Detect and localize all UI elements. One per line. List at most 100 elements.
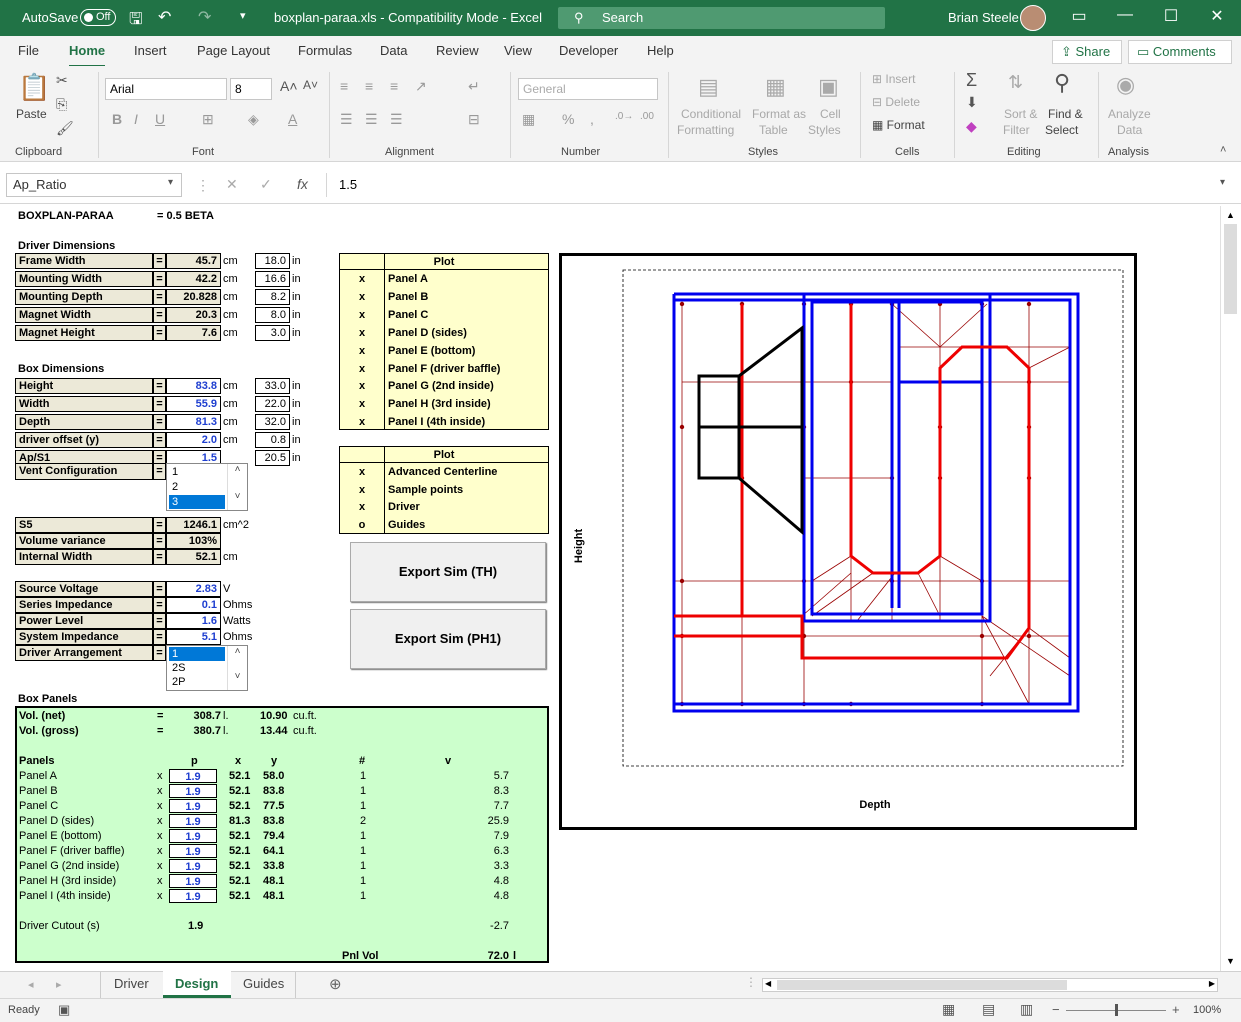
list-item-selected[interactable]: 3 xyxy=(169,495,225,509)
normal-view-icon[interactable]: ▦ xyxy=(942,1001,956,1017)
styles-button-label[interactable]: Styles xyxy=(808,123,841,137)
worksheet[interactable]: BOXPLAN-PARAA = 0.5 BETA Driver Dimensio… xyxy=(0,206,1220,971)
comma-icon[interactable]: , xyxy=(590,111,594,127)
find-label[interactable]: Find & xyxy=(1048,107,1083,121)
list-item[interactable]: 1 xyxy=(172,466,179,478)
filter-label[interactable]: Filter xyxy=(1003,123,1030,137)
list-item[interactable]: 2S xyxy=(172,662,186,674)
close-icon[interactable]: ✕ xyxy=(1210,8,1224,25)
elec-value-cell[interactable]: 0.1 xyxy=(166,597,221,613)
conditional-formatting-icon[interactable]: ▤ xyxy=(698,74,719,99)
scroll-down-icon[interactable]: ˅ xyxy=(234,671,241,682)
tab-page-layout[interactable]: Page Layout xyxy=(197,43,271,58)
fill-color-icon[interactable]: ◈ xyxy=(248,111,259,127)
scroll-thumb[interactable] xyxy=(777,980,1067,990)
list-item[interactable]: 2P xyxy=(172,676,186,688)
wrap-text-icon[interactable]: ↵ xyxy=(468,78,480,94)
sheet-tab-design[interactable]: Design xyxy=(175,976,219,991)
dim-value-cell[interactable]: 83.8 xyxy=(166,378,221,394)
decrease-decimal-icon[interactable]: .00 xyxy=(640,111,654,122)
format-as-table-icon[interactable]: ▦ xyxy=(765,74,786,99)
select-label[interactable]: Select xyxy=(1045,123,1079,137)
delete-cells-button[interactable]: ⊟ Delete xyxy=(872,95,920,109)
analyze-label[interactable]: Analyze xyxy=(1108,107,1151,121)
orientation-icon[interactable]: ↗ xyxy=(415,78,427,94)
name-box-dropdown-icon[interactable]: ▾ xyxy=(168,177,174,188)
number-format-select[interactable]: General xyxy=(518,78,658,100)
scrollbar[interactable]: ˄˅ xyxy=(227,646,247,690)
panel-thickness-input[interactable]: 1.9 xyxy=(169,814,217,828)
cell-styles-icon[interactable]: ▣ xyxy=(818,74,839,99)
formula-input[interactable]: 1.5 xyxy=(326,173,1236,197)
plot-toggle-mark[interactable]: x xyxy=(358,416,366,429)
cut-icon[interactable]: ✂ xyxy=(56,72,68,88)
analyze-data-icon[interactable]: ◉ xyxy=(1116,72,1136,97)
scroll-down-icon[interactable]: ▼ xyxy=(1226,956,1235,966)
borders-icon[interactable]: ⊞ xyxy=(202,111,214,127)
undo-icon[interactable]: ↶ xyxy=(158,9,172,26)
scroll-thumb[interactable] xyxy=(1224,224,1237,314)
sheet-tab-driver[interactable]: Driver xyxy=(114,976,149,991)
plot-toggle-mark[interactable]: x xyxy=(358,380,366,393)
ribbon-display-icon[interactable]: ▭ xyxy=(1071,8,1087,25)
expand-formula-icon[interactable]: ▾ xyxy=(1220,177,1226,188)
font-size-select[interactable]: 8 xyxy=(230,78,272,100)
panel-thickness-input[interactable]: 1.9 xyxy=(169,874,217,888)
percent-icon[interactable]: % xyxy=(562,111,575,127)
enter-icon[interactable]: ✓ xyxy=(260,176,272,192)
paste-icon[interactable]: 📋 xyxy=(18,72,51,102)
maximize-icon[interactable]: ☐ xyxy=(1163,8,1179,25)
minimize-icon[interactable]: — xyxy=(1117,6,1133,23)
tab-data[interactable]: Data xyxy=(380,43,408,58)
tab-review[interactable]: Review xyxy=(436,43,479,58)
fill-icon[interactable]: ⬇ xyxy=(966,94,978,110)
scroll-up-icon[interactable]: ▲ xyxy=(1226,210,1235,220)
find-select-icon[interactable]: ⚲ xyxy=(1054,70,1071,95)
panel-thickness-input[interactable]: 1.9 xyxy=(169,859,217,873)
panel-thickness-input[interactable]: 1.9 xyxy=(169,829,217,843)
insert-cells-button[interactable]: ⊞ Insert xyxy=(872,72,915,86)
elec-value-cell[interactable]: 2.83 xyxy=(166,581,221,597)
paste-button[interactable]: Paste xyxy=(16,107,47,121)
cell-label[interactable]: Cell xyxy=(820,107,841,121)
data-label[interactable]: Data xyxy=(1117,123,1143,137)
horizontal-scrollbar[interactable]: ◀ ▶ xyxy=(762,978,1218,992)
plot-toggle-mark[interactable]: x xyxy=(358,483,366,496)
search-box[interactable]: ⚲Search xyxy=(558,7,885,29)
table-label[interactable]: Table xyxy=(759,123,788,137)
panel-thickness-input[interactable]: 1.9 xyxy=(169,799,217,813)
tab-help[interactable]: Help xyxy=(647,43,674,58)
tab-home[interactable]: Home xyxy=(69,43,106,68)
plot-toggle-mark[interactable]: x xyxy=(358,308,366,321)
formatting-label[interactable]: Formatting xyxy=(677,123,735,137)
dim-value-cell[interactable]: 2.0 xyxy=(166,432,221,448)
chart-area[interactable]: Height Depth xyxy=(559,253,1137,830)
scroll-left-icon[interactable]: ◀ xyxy=(765,979,772,988)
font-name-select[interactable]: Arial xyxy=(105,78,227,100)
add-sheet-icon[interactable]: ⊕ xyxy=(329,976,342,993)
elec-value-cell[interactable]: 1.6 xyxy=(166,613,221,629)
page-layout-view-icon[interactable]: ▤ xyxy=(982,1001,996,1017)
underline-icon[interactable]: U xyxy=(155,111,166,127)
scroll-up-icon[interactable]: ˄ xyxy=(234,464,241,475)
scroll-up-icon[interactable]: ˄ xyxy=(234,646,241,657)
zoom-slider-thumb[interactable] xyxy=(1115,1004,1118,1016)
avatar[interactable] xyxy=(1020,5,1046,31)
prev-sheet-icon[interactable]: ◂ xyxy=(28,979,34,991)
autosum-icon[interactable]: Σ xyxy=(966,70,978,90)
sheet-tab-guides[interactable]: Guides xyxy=(243,976,285,991)
list-item[interactable]: 2 xyxy=(172,481,179,493)
zoom-level[interactable]: 100% xyxy=(1193,1004,1222,1016)
format-cells-button[interactable]: ▦ Format xyxy=(872,118,925,132)
italic-icon[interactable]: I xyxy=(134,111,138,127)
align-left-icon[interactable]: ☰ xyxy=(340,111,353,127)
vent-config-listbox[interactable]: 1 2 3 ˄˅ xyxy=(166,463,248,511)
align-bottom-icon[interactable]: ≡ xyxy=(390,78,399,94)
tab-insert[interactable]: Insert xyxy=(134,43,167,58)
macro-record-icon[interactable]: ▣ xyxy=(58,1002,71,1017)
dim-value-cell[interactable]: 55.9 xyxy=(166,396,221,412)
tab-view[interactable]: View xyxy=(504,43,532,58)
customize-toolbar-icon[interactable]: ▾ xyxy=(240,10,246,22)
plot-toggle-mark[interactable]: x xyxy=(358,362,366,375)
conditional-label[interactable]: Conditional xyxy=(681,107,742,121)
